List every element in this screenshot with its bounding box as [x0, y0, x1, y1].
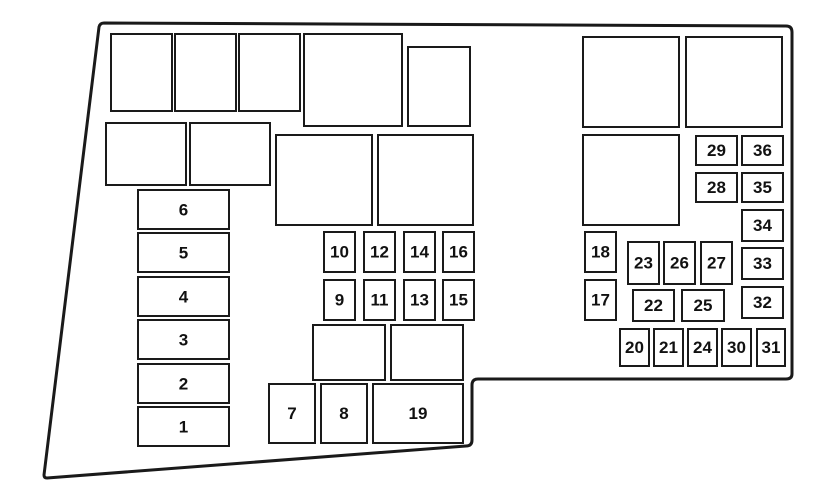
- fuse-19: 19: [372, 383, 464, 444]
- fuse-8: 8: [320, 383, 368, 444]
- fuse-label: 17: [591, 291, 610, 310]
- fuse-label: 31: [762, 338, 781, 357]
- fuse-label: 7: [287, 404, 296, 423]
- relay-slot: [312, 324, 386, 381]
- fuse-label: 12: [370, 243, 389, 262]
- fuse-16: 16: [442, 231, 475, 273]
- fuse-label: 14: [410, 243, 429, 262]
- fuse-31: 31: [756, 328, 786, 367]
- fuse-label: 27: [707, 254, 726, 273]
- fuse-28: 28: [695, 172, 738, 203]
- fuse-label: 29: [707, 141, 726, 160]
- fuse-label: 34: [753, 216, 772, 235]
- relay-slot: [685, 36, 783, 128]
- fuse-36: 36: [741, 135, 784, 166]
- fuse-29: 29: [695, 135, 738, 166]
- fuse-label: 36: [753, 141, 772, 160]
- fuse-label: 10: [330, 243, 349, 262]
- fuse-label: 16: [449, 243, 468, 262]
- fuse-24: 24: [687, 328, 718, 367]
- relay-slot: [110, 33, 173, 112]
- fuse-9: 9: [323, 279, 356, 321]
- fuse-14: 14: [403, 231, 436, 273]
- fuse-18: 18: [584, 231, 617, 273]
- fuse-30: 30: [721, 328, 752, 367]
- fuse-3: 3: [137, 319, 230, 360]
- relay-slot: [303, 33, 403, 127]
- fuse-20: 20: [619, 328, 650, 367]
- fuse-33: 33: [741, 247, 784, 280]
- fuse-13: 13: [403, 279, 436, 321]
- fuse-label: 24: [693, 338, 712, 357]
- fuse-label: 22: [644, 296, 663, 315]
- fuse-32: 32: [741, 286, 784, 319]
- fuse-label: 28: [707, 178, 726, 197]
- fuse-label: 33: [753, 254, 772, 273]
- fuse-label: 11: [371, 291, 389, 310]
- fuse-label: 32: [753, 293, 772, 312]
- fuse-label: 18: [591, 243, 610, 262]
- fuse-label: 25: [694, 296, 713, 315]
- fuse-label: 13: [410, 291, 429, 310]
- fuse-label: 26: [670, 254, 689, 273]
- relay-slot: [390, 324, 464, 381]
- relay-slot: [174, 33, 237, 112]
- fuse-label: 30: [727, 338, 746, 357]
- fuse-7: 7: [268, 383, 316, 444]
- relay-slot: [105, 122, 187, 186]
- relay-slot: [582, 134, 680, 226]
- fuse-label: 3: [179, 331, 188, 350]
- fuse-11: 11: [363, 279, 396, 321]
- fuse-6: 6: [137, 189, 230, 230]
- fuse-21: 21: [653, 328, 684, 367]
- fuse-label: 8: [339, 404, 348, 423]
- fuse-10: 10: [323, 231, 356, 273]
- fuse-2: 2: [137, 363, 230, 404]
- relay-slot: [582, 36, 680, 128]
- fuse-12: 12: [363, 231, 396, 273]
- fuse-label: 15: [449, 291, 468, 310]
- relay-slot: [189, 122, 271, 186]
- fuse-15: 15: [442, 279, 475, 321]
- fuse-label: 35: [753, 178, 772, 197]
- fuse-5: 5: [137, 232, 230, 273]
- fuse-34: 34: [741, 209, 784, 242]
- fuse-label: 20: [625, 338, 644, 357]
- fuse-label: 21: [659, 338, 678, 357]
- fuse-label: 23: [634, 254, 653, 273]
- fuse-label: 9: [335, 291, 344, 310]
- fuse-label: 5: [179, 244, 188, 263]
- fuse-35: 35: [741, 172, 784, 203]
- fuse-26: 26: [663, 241, 696, 285]
- fuse-label: 1: [179, 418, 188, 437]
- fuse-23: 23: [627, 241, 660, 285]
- fuse-label: 19: [409, 404, 428, 423]
- fuse-label: 2: [179, 375, 188, 394]
- fuse-1: 1: [137, 406, 230, 447]
- fuse-label: 6: [179, 201, 188, 220]
- fuse-17: 17: [584, 279, 617, 321]
- fuse-27: 27: [700, 241, 733, 285]
- relay-slot: [275, 134, 373, 226]
- fuse-22: 22: [632, 289, 675, 322]
- relay-slot: [377, 134, 474, 226]
- relay-slot: [407, 46, 471, 127]
- relay-slot: [238, 33, 301, 112]
- fuse-label: 4: [179, 288, 189, 307]
- fuse-25: 25: [681, 289, 725, 322]
- fuse-4: 4: [137, 276, 230, 317]
